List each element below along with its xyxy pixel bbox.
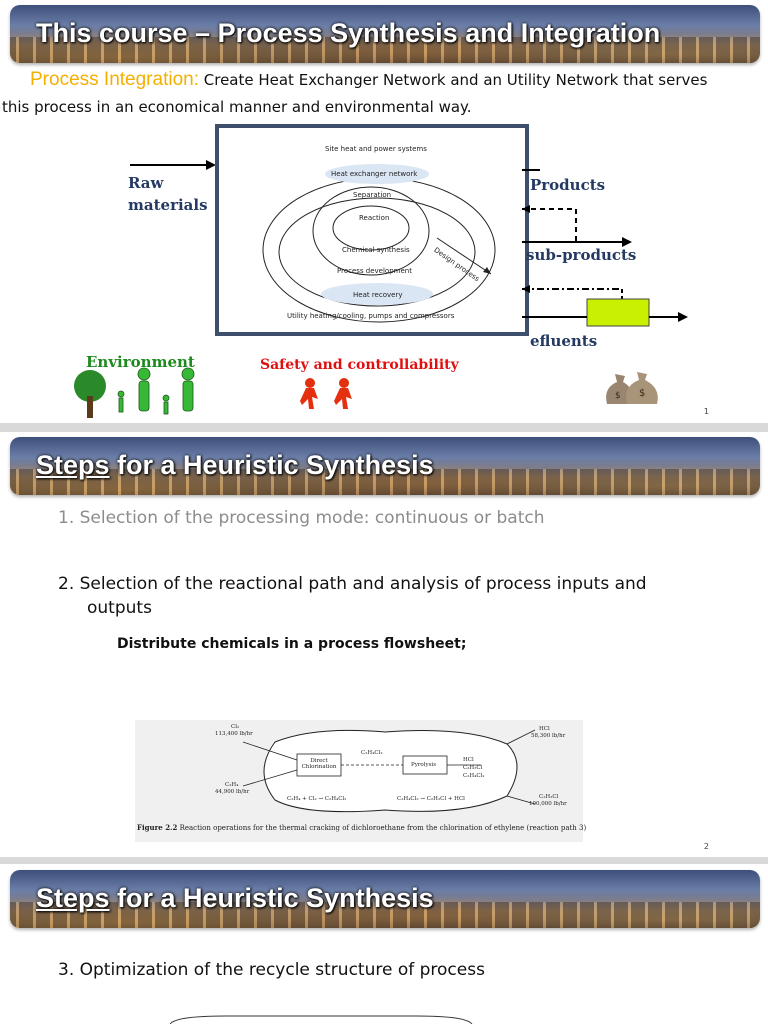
onion-diagram: Site heat and power systems Heat exchang… — [215, 124, 529, 336]
onion-reaction: Reaction — [359, 214, 390, 222]
products-label: Products — [530, 176, 606, 194]
cl2-label: Cl₂ — [231, 724, 240, 730]
slide-2: Steps for a Heuristic Synthesis 1. Selec… — [0, 432, 768, 866]
slide-3-title: Steps for a Heuristic Synthesis — [36, 883, 434, 913]
onion-recovery: Heat recovery — [353, 291, 403, 299]
step-1-item: 1. Selection of the processing mode: con… — [58, 508, 545, 528]
svg-text:$: $ — [615, 391, 621, 401]
slide-1-banner: This course – Process Synthesis and Inte… — [10, 5, 760, 63]
intro-text: Process Integration: Create Heat Exchang… — [2, 66, 765, 121]
slide-1-number: 1 — [703, 407, 709, 416]
process-integration-label: Process Integration: — [30, 69, 199, 90]
flowsheet-svg — [242, 729, 536, 813]
c2h4-label: C₂H₄ — [225, 782, 239, 788]
c2h4-flow: 44,900 lb/hr — [215, 789, 250, 795]
cl2-flow: 113,400 lb/hr — [215, 731, 253, 737]
intro-line-2: this process in an economical manner and… — [2, 98, 472, 116]
figure-caption: Figure 2.2 Reaction operations for the t… — [137, 823, 587, 832]
safety-icon — [300, 378, 352, 409]
onion-hen: Heat exchanger network — [331, 170, 418, 178]
reaction-2: C₂H₄Cl₂ → C₂H₃Cl + HCl — [397, 796, 465, 802]
hcl-output: HCl — [539, 726, 550, 732]
money-bag-icon: $ $ — [606, 372, 658, 404]
slide-2-divider — [0, 857, 768, 866]
onion-development: Process development — [337, 267, 412, 275]
step-3-item: 3. Optimization of the recycle structure… — [58, 960, 485, 980]
step-2-item: 2. Selection of the reactional path and … — [58, 574, 647, 618]
onion-svg — [262, 164, 496, 323]
recycle-diagram-partial — [169, 1015, 473, 1024]
environment-label: Environment — [86, 353, 195, 371]
onion-site: Site heat and power systems — [325, 145, 427, 153]
slide-1-divider — [0, 423, 768, 432]
onion-utility: Utility heating/cooling, pumps and compr… — [287, 312, 455, 320]
slide-2-title: Steps for a Heuristic Synthesis — [36, 450, 434, 480]
effluents-label: efluents — [530, 332, 598, 350]
pyrolysis-box: Pyrolysis — [411, 762, 437, 768]
onion-chemical: Chemical synthesis — [342, 246, 410, 254]
slide-1: This course – Process Synthesis and Inte… — [0, 0, 768, 432]
raw-materials-label: Raw materials — [128, 174, 208, 214]
output-arrows — [522, 169, 688, 327]
hcl-flow: 58,300 lb/hr — [531, 733, 566, 739]
slide-1-title: This course – Process Synthesis and Inte… — [36, 18, 661, 48]
svg-text:$: $ — [639, 388, 645, 399]
c2h3cl-flow: 100,000 lb/hr — [529, 801, 567, 807]
c2h4cl2-intermediate: C₂H₄Cl₂ — [361, 750, 383, 756]
safety-label: Safety and controllability — [260, 357, 459, 373]
slide-3-banner: Steps for a Heuristic Synthesis — [10, 870, 760, 928]
raw-materials-arrow — [130, 160, 216, 170]
slide-3: Steps for a Heuristic Synthesis 3. Optim… — [0, 864, 768, 1024]
intro-line-1: Create Heat Exchanger Network and an Uti… — [198, 71, 708, 89]
sub-products-label: sub-products — [526, 246, 637, 264]
flowsheet-figure: Cl₂ 113,400 lb/hr C₂H₄ 44,900 lb/hr Dire… — [135, 720, 587, 842]
reaction-1: C₂H₄ + Cl₂ → C₂H₄Cl₂ — [287, 796, 347, 802]
slide-2-number: 2 — [703, 842, 709, 851]
c2h3cl-output: C₂H₃Cl — [539, 794, 559, 800]
slide-2-banner: Steps for a Heuristic Synthesis — [10, 437, 760, 495]
distribute-chemicals-text: Distribute chemicals in a process flowsh… — [117, 636, 467, 652]
onion-separation: Separation — [353, 191, 392, 199]
environment-icon — [74, 367, 195, 418]
